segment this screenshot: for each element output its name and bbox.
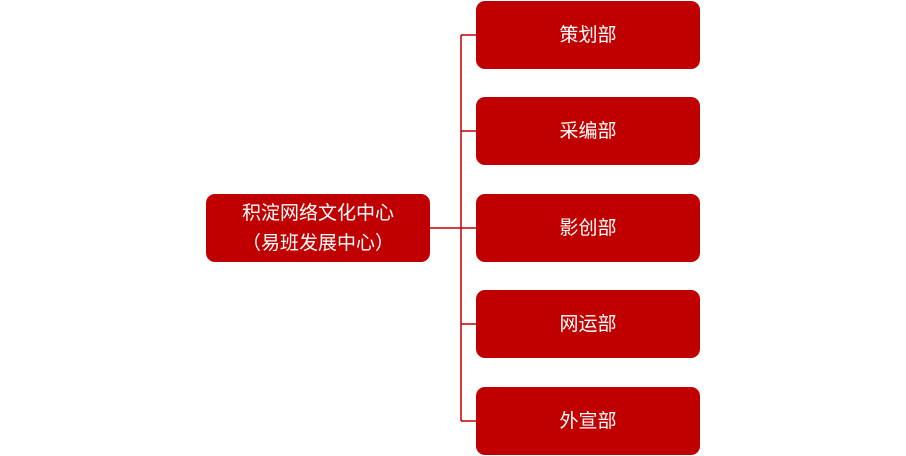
- child-node-label: 网运部: [559, 313, 617, 335]
- child-node-label: 采编部: [559, 120, 617, 142]
- child-node-3: 网运部: [476, 290, 700, 358]
- child-node-4: 外宣部: [476, 387, 700, 455]
- child-node-0: 策划部: [476, 1, 700, 69]
- child-node-1: 采编部: [476, 97, 700, 165]
- root-node: 积淀网络文化中心 （易班发展中心）: [206, 194, 430, 262]
- root-node-title: 积淀网络文化中心: [241, 202, 394, 224]
- child-node-2: 影创部: [476, 194, 700, 262]
- root-node-subtitle: （易班发展中心）: [241, 232, 394, 254]
- child-node-label: 策划部: [559, 24, 617, 46]
- child-node-label: 外宣部: [559, 410, 617, 432]
- child-node-label: 影创部: [559, 217, 617, 239]
